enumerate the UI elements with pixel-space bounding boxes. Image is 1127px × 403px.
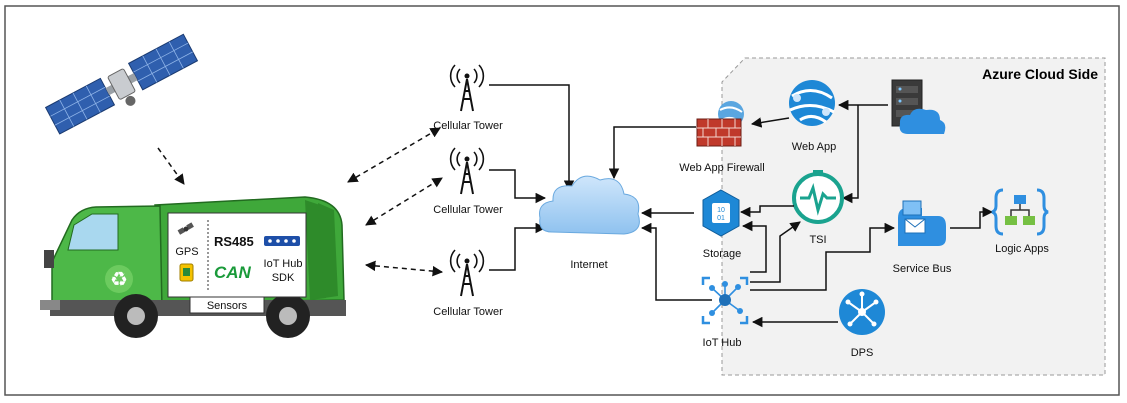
webapp-to-waf [750, 117, 790, 128]
cellular-tower-icon-1 [449, 64, 485, 112]
satellite-icon [44, 33, 199, 135]
truck-tower-2-link [365, 177, 443, 226]
tower-1-to-internet [489, 84, 575, 192]
internet-label: Internet [570, 259, 607, 271]
sim-card-icon [179, 263, 194, 282]
waf-label: Web App Firewall [679, 162, 764, 174]
rs485-connector-icon [264, 236, 300, 246]
cellular-tower-icon-2 [449, 147, 485, 195]
tower-3-label: Cellular Tower [433, 306, 503, 318]
sdk-label-line2: SDK [272, 272, 295, 284]
iothub-to-servicebus [750, 222, 896, 291]
storage-bits-2: 01 [717, 215, 725, 222]
rs485-label: RS485 [214, 234, 254, 249]
service-bus-label: Service Bus [893, 263, 952, 275]
satellite-to-truck-link [157, 147, 185, 185]
tower-3-to-internet [489, 222, 547, 271]
dps-icon [839, 289, 885, 335]
iothub-to-storage [741, 220, 767, 273]
sdk-label-line1: IoT Hub [264, 258, 303, 270]
recycle-icon: ♻ [110, 269, 128, 291]
gps-satellite-icon [177, 222, 194, 235]
tsi-label: TSI [809, 234, 826, 246]
storage-icon: 10 01 [702, 189, 740, 237]
gps-label: GPS [175, 246, 198, 258]
sensors-label: Sensors [207, 300, 248, 312]
iothub-to-internet [640, 222, 712, 301]
tower-2-label: Cellular Tower [433, 204, 503, 216]
tsi-icon [792, 170, 844, 224]
web-app-icon [789, 80, 835, 126]
web-app-firewall-icon [696, 101, 744, 147]
can-bus-logo: CAN [214, 263, 252, 282]
storage-bits-1: 10 [717, 207, 725, 214]
iothub-to-tsi [750, 221, 801, 283]
app-server-icon [891, 79, 946, 134]
cellular-tower-icon-3 [449, 249, 485, 297]
logic-apps-icon [991, 188, 1049, 236]
waf-to-internet [608, 126, 696, 180]
azure-cloud-title: Azure Cloud Side [982, 66, 1098, 82]
internet-cloud-icon [539, 175, 640, 235]
servicebus-to-logicapps [950, 206, 994, 229]
sensors-box [189, 296, 265, 314]
iot-hub-label: IoT Hub [703, 337, 742, 349]
web-app-label: Web App [792, 141, 836, 153]
tower-2-to-internet [489, 169, 547, 204]
tsi-to-storage [739, 205, 794, 218]
tower-1-label: Cellular Tower [433, 120, 503, 132]
truck-tower-3-link [364, 260, 444, 277]
iot-hub-icon [701, 276, 749, 325]
storage-label: Storage [703, 248, 742, 260]
dps-label: DPS [851, 347, 874, 359]
logic-apps-label: Logic Apps [995, 243, 1049, 255]
server-to-tsi [841, 105, 859, 204]
service-bus-icon [898, 200, 946, 246]
